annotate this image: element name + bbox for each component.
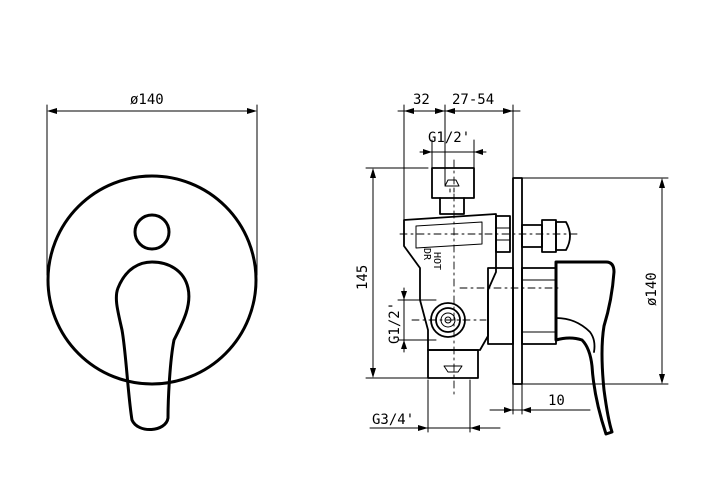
valve-body-inner [415,221,483,249]
right-diameter-label: ø140 [644,272,660,306]
side-view: 32 27-54 G1/2' 145 G1/2' ø140 [355,92,669,436]
diverter-knob [555,221,571,251]
bottom-thread-label: G3/4' [372,412,414,428]
top-thread-label: G1/2' [428,130,470,146]
right-dia-arrow-top [659,178,665,188]
cartridge-sleeve [521,267,557,345]
dim-arrow-4 [503,108,513,114]
top-outlet-neck [439,197,465,215]
offset-arrow-right [522,407,531,413]
front-dim-arrow-left [47,108,57,114]
front-view: ø140 [46,92,258,431]
shower-icon [444,179,460,187]
diverter-collar [541,219,557,253]
lever-handle-side [554,260,616,436]
dr-label: DR [421,248,432,261]
height-arrow-bottom [370,368,376,378]
cartridge-housing [487,267,514,345]
lever-handle [114,260,191,431]
dim-arrow-3 [445,108,455,114]
hot-label: HOT [431,252,442,270]
bottom-thread-arrow-right [470,425,480,431]
offset-arrow-left [504,407,513,413]
height-arrow-top [370,168,376,178]
cover-plate-circle [46,174,258,386]
top-thread-arrow-left [423,149,432,155]
plate-offset-label: 10 [548,393,565,409]
side-thread-arrow-bottom [401,340,407,349]
diverter-stem [521,224,543,248]
right-dia-arrow-bottom [659,374,665,384]
side-thread-arrow-top [401,291,407,300]
bottom-outlet-fitting [427,349,479,379]
top-thread-arrow-right [474,149,483,155]
height-label: 145 [355,265,371,290]
mounting-plate [512,177,523,385]
width-left-label: 32 [413,92,430,108]
dim-arrow-1 [404,108,414,114]
top-outlet-fitting [431,167,475,199]
bath-icon [443,365,463,373]
front-diameter-label: ø140 [130,92,164,108]
side-thread-label: G1/2' [387,302,403,344]
lever-handle-curve [555,317,596,353]
front-dim-arrow-right [247,108,257,114]
bottom-thread-arrow-left [418,425,428,431]
width-right-label: 27-54 [452,92,494,108]
diverter-knob-circle [133,213,171,251]
dim-arrow-2 [435,108,445,114]
